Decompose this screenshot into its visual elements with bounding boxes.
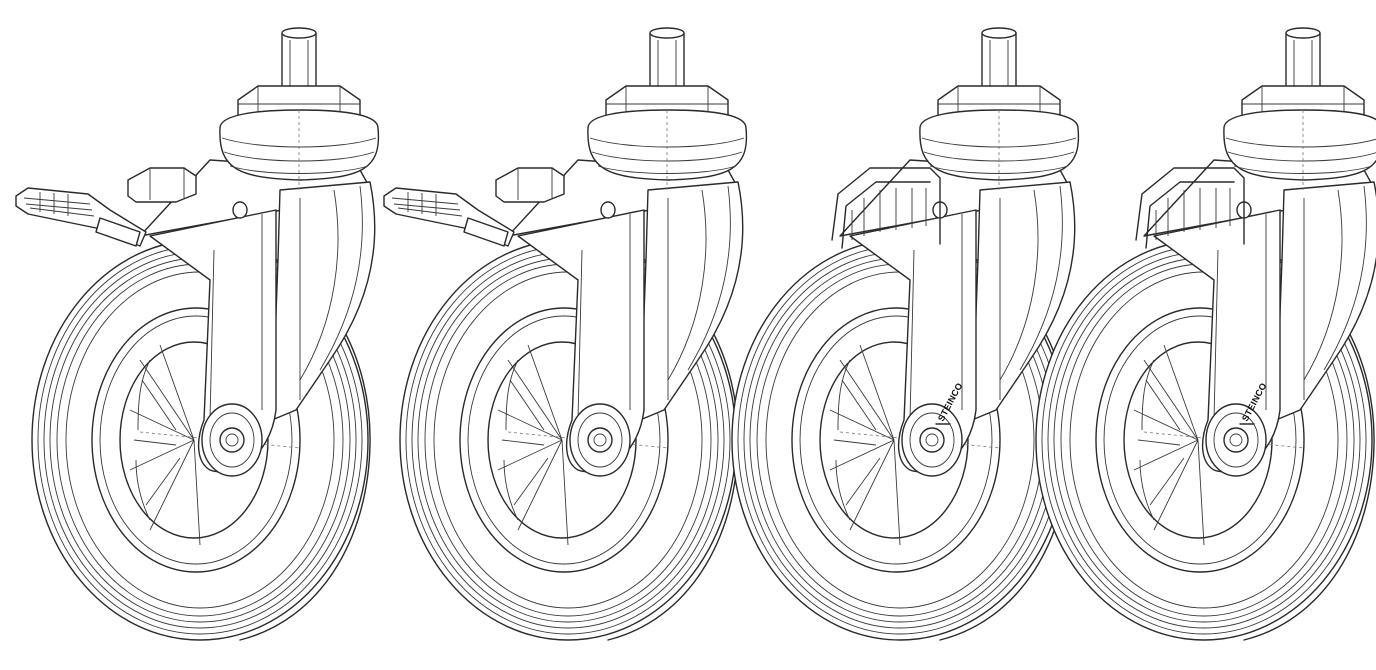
- stem-1: [219, 27, 380, 191]
- caster-2: [383, 27, 748, 641]
- stem-4: [1223, 27, 1376, 191]
- stem-3: [919, 27, 1080, 191]
- caster-4: STEINCO: [1035, 27, 1376, 641]
- caster-3: STEINCO: [731, 27, 1080, 641]
- caster-1: [15, 27, 380, 641]
- stem-2: [587, 27, 748, 191]
